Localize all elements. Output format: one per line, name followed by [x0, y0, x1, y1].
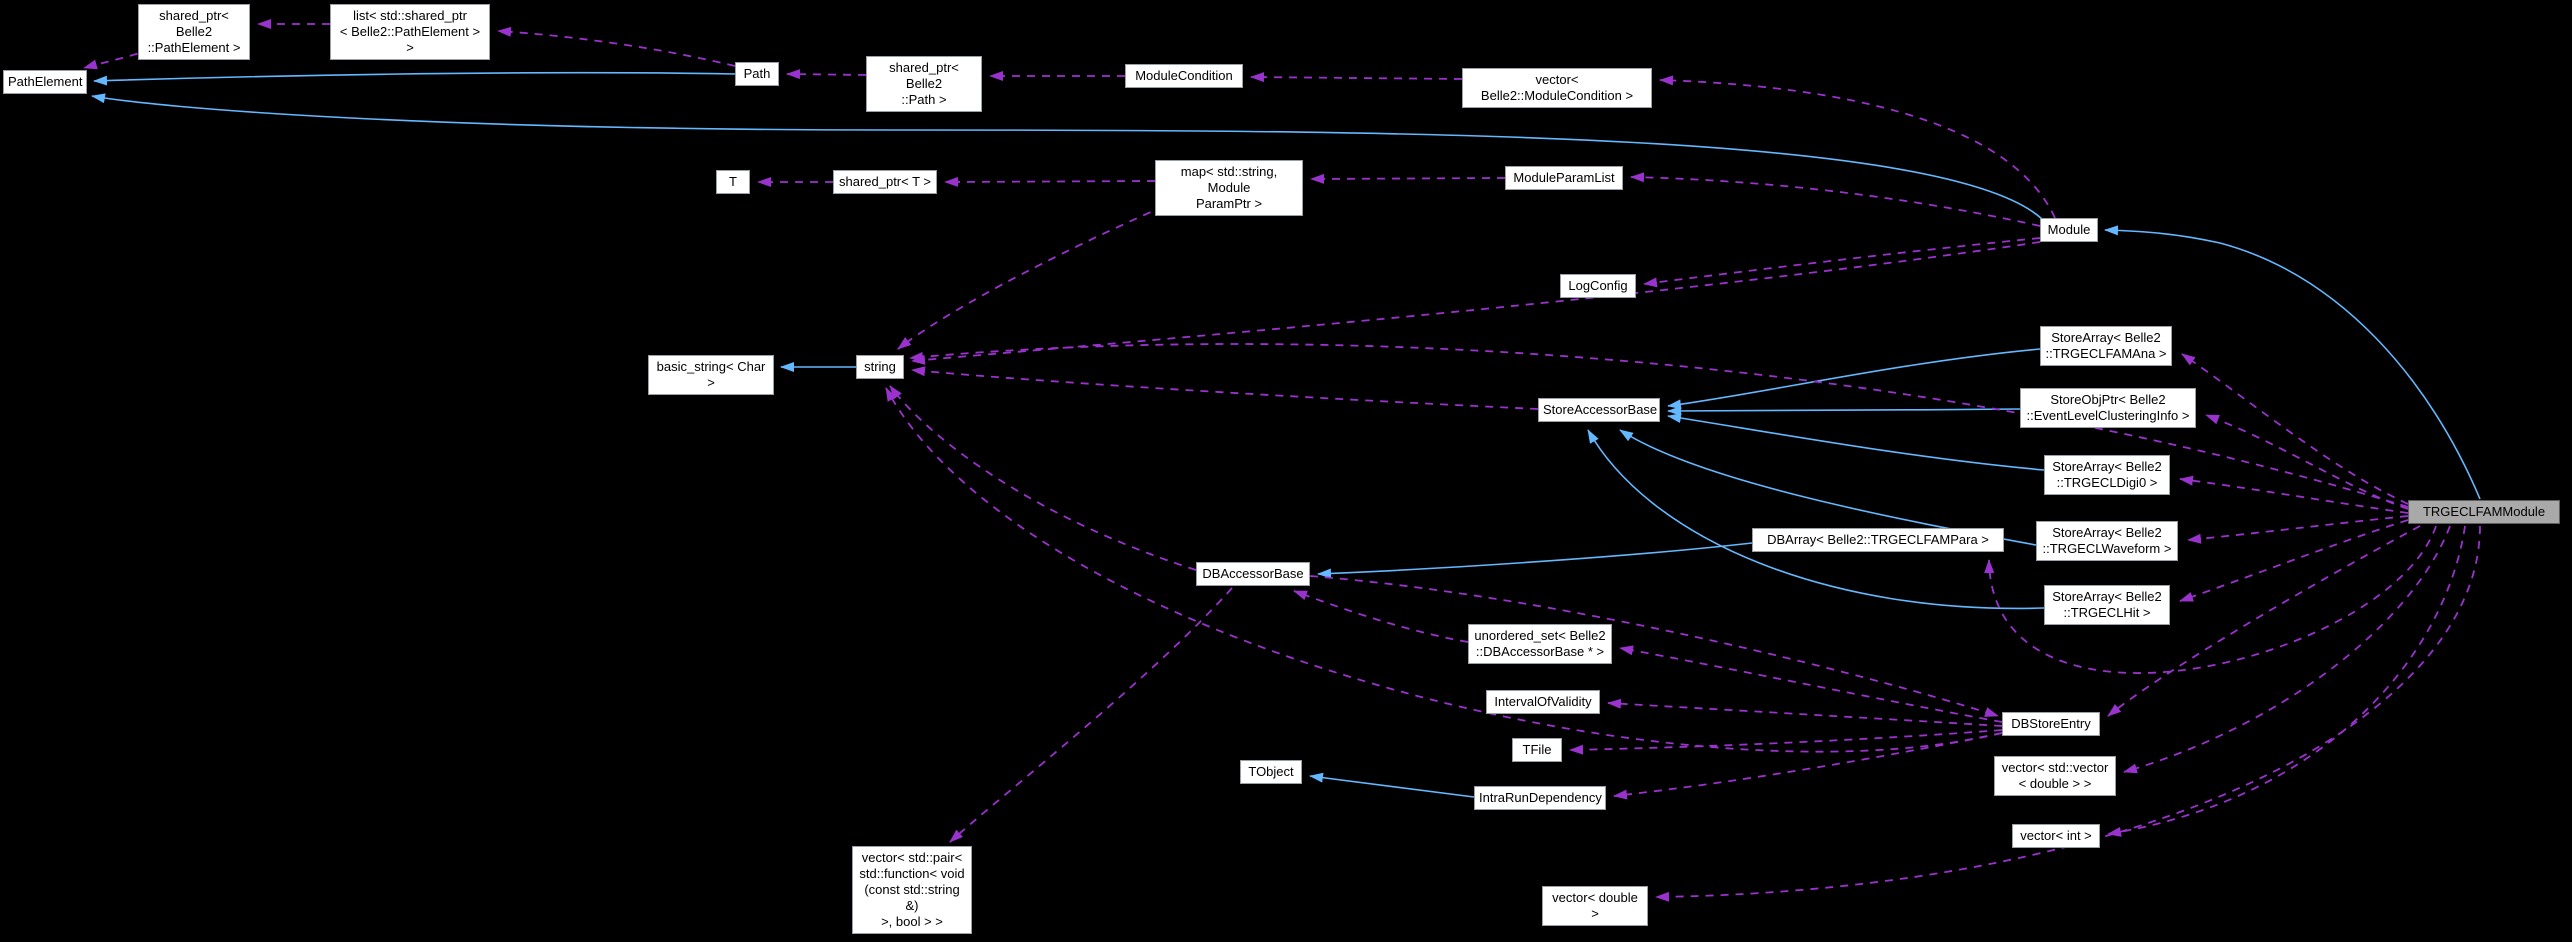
edge-trgeclfammodule-to-dbarray	[1984, 525, 2437, 674]
edge-dbstoreentry-to-string	[885, 387, 2003, 753]
node-shared-ptr-t[interactable]: shared_ptr< T >	[833, 170, 937, 194]
edge-safamana-to-storeaccessorbase	[1667, 348, 2041, 410]
edge-path-to-list	[497, 26, 736, 67]
node-map-moduleparamptr[interactable]: map< std::string, Module ParamPtr >	[1155, 160, 1303, 216]
edge-trgeclfammodule-to-vecint	[2107, 525, 2466, 837]
edge-intrarun-to-tobject	[1309, 772, 1475, 798]
node-dbarray-trgeclfampara[interactable]: DBArray< Belle2::TRGECLFAMPara >	[1752, 528, 2004, 552]
edge-dbaccessorbase-to-dbstoreentry	[1309, 575, 1999, 717]
edge-dbstoreentry-to-intrarun	[1613, 732, 2003, 800]
inheritance-edges	[91, 71, 2481, 798]
edge-module-to-pathelement	[91, 93, 2043, 220]
node-storeobjptr-eventlevelclusteringinfo[interactable]: StoreObjPtr< Belle2 ::EventLevelClusteri…	[2020, 388, 2196, 428]
edge-path-to-pathelement	[93, 71, 736, 86]
edge-dbaccessorbase-to-string	[889, 385, 1197, 571]
edge-trgeclfammodule-to-sahit	[2179, 519, 2409, 602]
edge-dbstoreentry-to-unorderedset	[1619, 645, 2003, 723]
edge-module-to-logconfig	[1643, 237, 2041, 288]
node-list-shared-ptr-pathelement[interactable]: list< std::shared_ptr < Belle2::PathElem…	[330, 4, 490, 60]
node-storearray-trgeclwaveform[interactable]: StoreArray< Belle2 ::TRGECLWaveform >	[2036, 521, 2178, 561]
edge-unorderedset-to-dbaccessorbase	[1293, 590, 1469, 643]
node-unordered-set-dbaccessorbase[interactable]: unordered_set< Belle2 ::DBAccessorBase *…	[1468, 624, 1612, 664]
edge-sptrpath-to-path	[786, 69, 867, 80]
node-dbstoreentry[interactable]: DBStoreEntry	[2002, 712, 2100, 736]
node-basic-string[interactable]: basic_string< Char >	[648, 355, 774, 395]
edge-module-to-string	[911, 241, 2041, 365]
edge-dbarray-to-dbaccessorbase	[1317, 542, 1753, 579]
node-intervalofvalidity[interactable]: IntervalOfValidity	[1486, 690, 1600, 714]
node-vector-vector-double[interactable]: vector< std::vector < double > >	[1994, 756, 2116, 796]
edge-trgeclfammodule-to-dbstoreentry	[2107, 525, 2421, 717]
edge-sahit-to-storeaccessorbase	[1587, 429, 2045, 610]
node-logconfig[interactable]: LogConfig	[1560, 274, 1636, 298]
node-storearray-trgeclfamana[interactable]: StoreArray< Belle2 ::TRGECLFAMAna >	[2040, 326, 2172, 366]
edge-vecmodcond-to-modulecondition	[1250, 72, 1463, 83]
edge-trgeclfammodule-to-string	[909, 343, 2409, 508]
node-storeaccessorbase[interactable]: StoreAccessorBase	[1538, 398, 1660, 422]
edge-sadigi0-to-storeaccessorbase	[1667, 413, 2045, 471]
node-storearray-trgeclhit[interactable]: StoreArray< Belle2 ::TRGECLHit >	[2044, 585, 2170, 625]
node-tfile[interactable]: TFile	[1512, 738, 1562, 762]
node-vector-pair-function-bool[interactable]: vector< std::pair< std::function< void (…	[852, 846, 972, 934]
node-t[interactable]: T	[716, 170, 750, 194]
node-shared-ptr-pathelement[interactable]: shared_ptr< Belle2 ::PathElement >	[138, 4, 250, 60]
node-module[interactable]: Module	[2040, 218, 2098, 242]
edge-dbstoreentry-to-iov	[1607, 698, 2003, 727]
node-intrarundependency[interactable]: IntraRunDependency	[1474, 786, 1606, 810]
edge-dbstoreentry-to-tfile	[1569, 729, 2003, 755]
edge-sopelci-to-storeaccessorbase	[1667, 405, 2021, 416]
edge-module-to-vecmodcond	[1659, 75, 2056, 219]
edge-map-to-string	[897, 199, 1179, 350]
edge-module-to-moduleparamlist	[1630, 172, 2041, 227]
usage-edges	[83, 19, 2481, 902]
node-modulecondition[interactable]: ModuleCondition	[1125, 64, 1243, 88]
edge-sptrpathelement-to-pathelement	[83, 43, 167, 70]
edge-trgeclfammodule-to-module	[2104, 225, 2481, 500]
edge-dbaccessorbase-to-vecpairfn	[949, 587, 1233, 843]
node-tobject[interactable]: TObject	[1240, 760, 1302, 784]
node-string[interactable]: string	[856, 355, 904, 379]
node-moduleparamlist[interactable]: ModuleParamList	[1505, 166, 1623, 190]
node-dbaccessorbase[interactable]: DBAccessorBase	[1196, 562, 1310, 586]
node-trgeclfammodule[interactable]: TRGECLFAMModule	[2408, 500, 2560, 524]
node-vector-double[interactable]: vector< double >	[1542, 886, 1648, 926]
node-vector-modulecondition[interactable]: vector< Belle2::ModuleCondition >	[1462, 68, 1652, 108]
node-vector-int[interactable]: vector< int >	[2012, 824, 2100, 848]
edge-trgeclfammodule-to-sopelci	[2205, 414, 2409, 510]
edge-trgeclfammodule-to-vecdouble	[1655, 525, 2481, 902]
edge-trgeclfammodule-to-sawaveform	[2187, 515, 2409, 544]
edge-trgeclfammodule-to-safamana	[2181, 353, 2409, 505]
node-path[interactable]: Path	[735, 62, 779, 86]
edge-storeaccessorbase-to-string	[911, 366, 1539, 410]
node-storearray-trgecldigi0[interactable]: StoreArray< Belle2 ::TRGECLDigi0 >	[2044, 455, 2170, 495]
node-pathelement[interactable]: PathElement	[3, 70, 87, 94]
edge-moduleparamlist-to-map	[1310, 173, 1506, 184]
node-shared-ptr-path[interactable]: shared_ptr< Belle2 ::Path >	[866, 56, 982, 112]
edge-trgeclfammodule-to-vecvecdouble	[2123, 525, 2451, 774]
edge-map-to-sptrt	[944, 176, 1156, 187]
